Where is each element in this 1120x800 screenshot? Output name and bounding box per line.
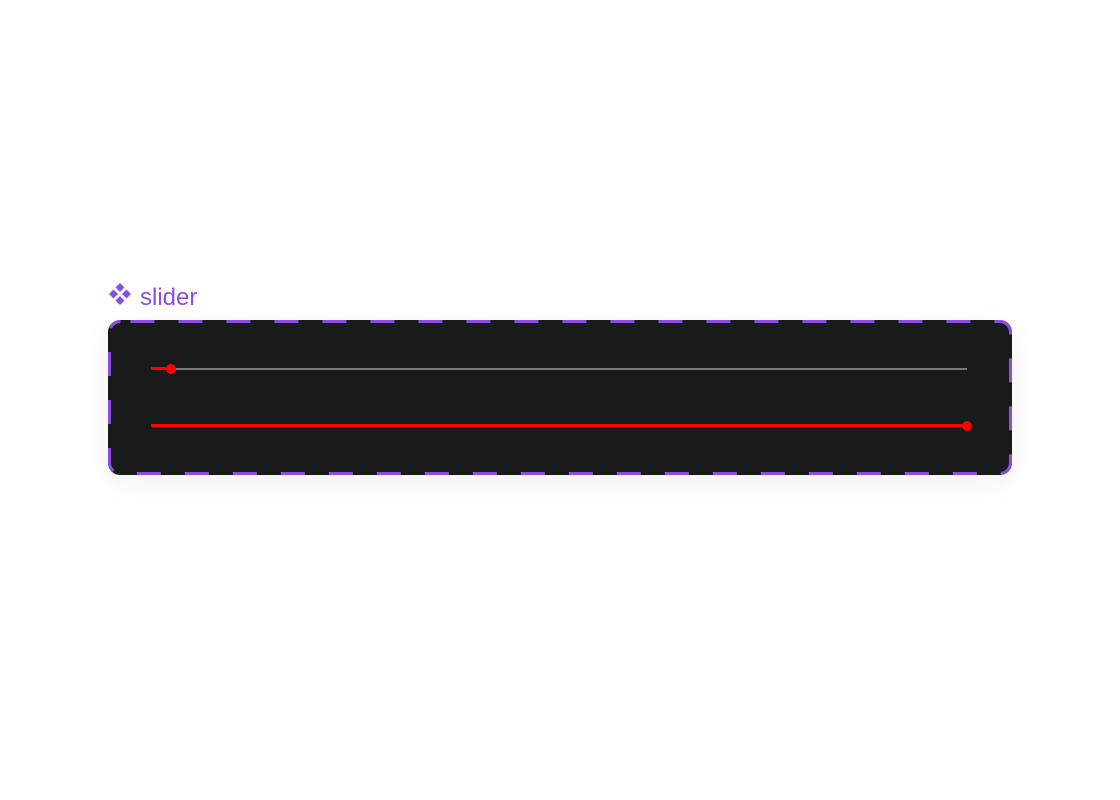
slider-track [151,368,967,370]
dashed-selection-border [108,320,1012,475]
slider-2[interactable] [151,420,972,432]
slider-1[interactable] [151,363,967,375]
slider-fill [151,367,172,370]
component-name: slider [140,283,198,311]
slider-thumb[interactable] [962,421,972,431]
slider-component-frame [108,320,1012,475]
component-diamond-icon [108,282,132,313]
slider-thumb[interactable] [166,364,177,374]
slider-fill [151,424,967,427]
component-label: slider [108,282,197,313]
